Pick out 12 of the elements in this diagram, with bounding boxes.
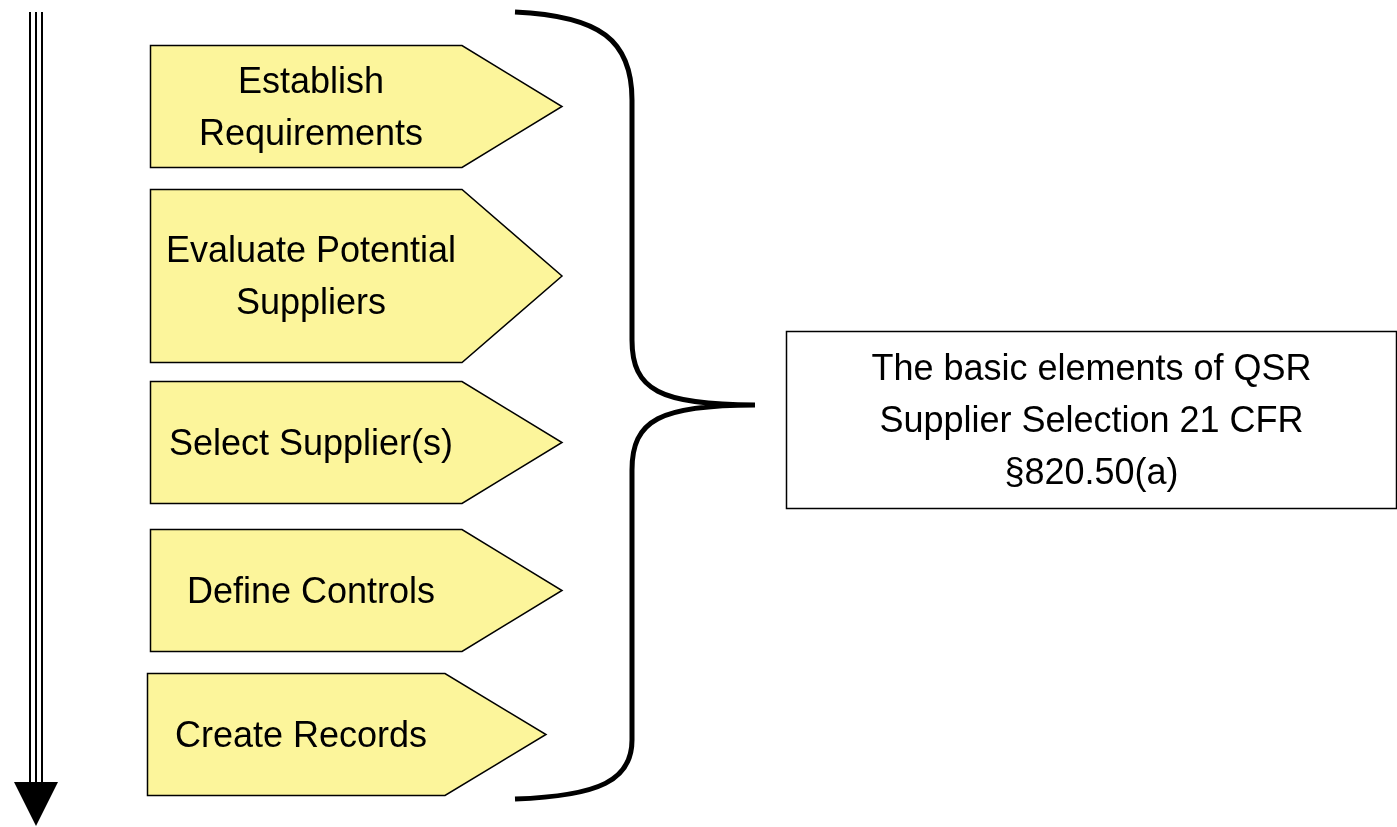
step-label: Select Supplier(s): [168, 420, 454, 465]
process-arrow-box: [150, 189, 562, 363]
process-arrow-box: [150, 381, 562, 504]
step-label: Establish Requirements: [197, 58, 425, 155]
note-text: The basic elements of QSR Supplier Selection 21 CFR §820.50(a): [870, 346, 1313, 494]
process-arrow-box: [147, 673, 546, 796]
note-box: [786, 331, 1397, 509]
process-arrow-box: [150, 45, 562, 168]
step-label: Create Records: [174, 712, 428, 757]
process-arrow-box: [150, 529, 562, 652]
step-label: Evaluate Potential Suppliers: [164, 228, 458, 324]
step-label: Define Controls: [186, 568, 436, 613]
